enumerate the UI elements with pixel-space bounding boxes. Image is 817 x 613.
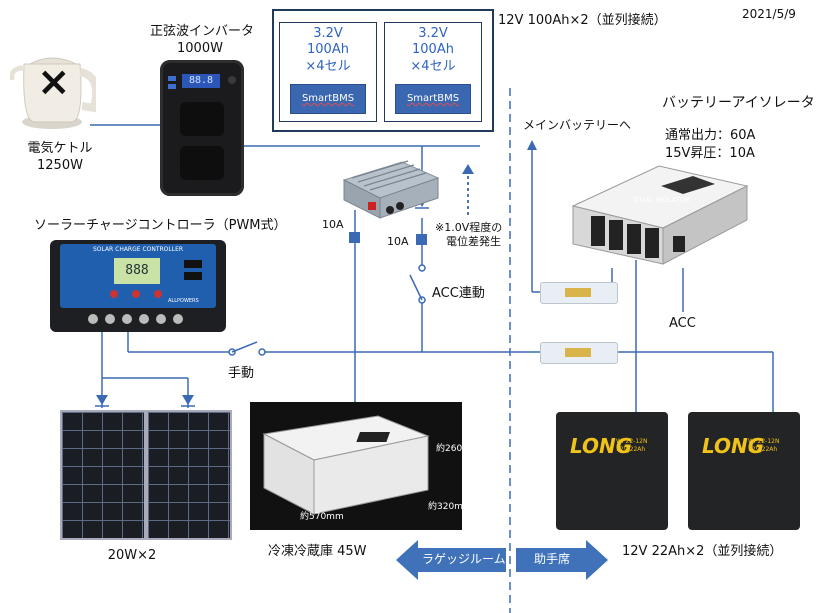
inverter-display: 88.8	[182, 74, 220, 88]
controller-panel-title: SOLAR CHARGE CONTROLLER	[92, 246, 184, 253]
electric-kettle-image	[9, 34, 101, 132]
isolator-acc-label: ACC	[669, 316, 696, 331]
solar-panels-label: 20W×2	[107, 548, 157, 563]
solar-panel	[146, 410, 232, 540]
solar-controller-label: ソーラーチャージコントローラ（PWM式）	[34, 218, 287, 233]
voltage-drop-note: ※1.0V程度の	[435, 221, 503, 234]
fuse-left-rating: 10A	[322, 218, 344, 231]
battery-model: WP22-12N	[616, 438, 648, 445]
battery-brand: LONG	[570, 434, 633, 458]
controller-lcd: 888	[114, 258, 160, 284]
sine-wave-inverter-image: 88.8	[160, 60, 244, 196]
ac-outlet	[180, 146, 224, 180]
inverter-label: 正弦波インバータ	[150, 24, 255, 39]
cell-capacity: 100Ah	[307, 42, 349, 58]
zone-arrow-left	[396, 540, 506, 580]
battery-isolator-image	[563, 158, 755, 268]
lifepo4-cell-group-1: 3.2V 100Ah ×4セル SmartBMS	[279, 22, 377, 122]
cell-count: ×4セル	[305, 58, 351, 74]
fridge-height: 約260mm	[436, 444, 480, 454]
ac-outlet	[180, 102, 224, 136]
fridge-depth: 約320mm	[428, 502, 472, 512]
fuse-right-rating: 10A	[387, 235, 409, 248]
zone-arrow-right	[516, 540, 608, 580]
isolator-device-label: DUAL ISOLATOR	[634, 196, 691, 204]
kettle-wattage: 1250W	[37, 158, 83, 173]
smart-bms-module: SmartBMS	[290, 84, 366, 114]
battery-spec: 12V 22Ah	[748, 446, 778, 453]
cell-count: ×4セル	[410, 58, 456, 74]
fuse-holder	[540, 282, 618, 304]
battery-brand: LONG	[702, 434, 765, 458]
kettle-label: 電気ケトル	[27, 141, 93, 156]
lifepo4-cell-group-2: 3.2V 100Ah ×4セル SmartBMS	[384, 22, 482, 122]
acc-link-label: ACC連動	[432, 286, 485, 301]
aux-battery: LONG WP22-12N 12V 22Ah	[688, 412, 800, 530]
main-battery-label: メインバッテリーへ	[523, 118, 632, 132]
zone-luggage-label: ラゲッジルーム	[422, 552, 506, 566]
disabled-mark: ×	[37, 59, 71, 105]
controller-brand: ALLPOWERS	[168, 298, 199, 304]
battery-pack-caption: 12V 100Ah×2（並列接続）	[498, 13, 667, 28]
portable-fridge-image	[258, 410, 438, 522]
inverter-wattage: 1000W	[177, 41, 223, 56]
battery-spec: 12V 22Ah	[616, 446, 646, 453]
cell-voltage: 3.2V	[313, 26, 343, 41]
battery-pack-frame	[272, 9, 494, 132]
aux-batteries-label: 12V 22Ah×2（並列接続）	[622, 544, 783, 559]
dcdc-converter-image	[338, 158, 442, 220]
isolator-spec-normal: 通常出力：60A	[665, 128, 756, 143]
cell-voltage: 3.2V	[418, 26, 448, 41]
voltage-drop-note-2: 電位差発生	[446, 235, 501, 248]
zone-passenger-label: 助手席	[534, 552, 571, 566]
battery-model: WP22-12N	[748, 438, 780, 445]
solar-charge-controller-image: SOLAR CHARGE CONTROLLER 888 ALLPOWERS	[50, 240, 226, 332]
date-label: 2021/5/9	[742, 7, 796, 21]
solar-panel	[60, 410, 146, 540]
fuse-holder	[540, 342, 618, 364]
fridge-label: 冷凍冷蔵庫 45W	[268, 544, 367, 559]
aux-battery: LONG WP22-12N 12V 22Ah	[556, 412, 668, 530]
isolator-spec-boost: 15V昇圧：10A	[665, 146, 755, 161]
fridge-width: 約570mm	[300, 512, 344, 522]
smart-bms-module: SmartBMS	[395, 84, 471, 114]
cell-capacity: 100Ah	[412, 42, 454, 58]
isolator-title: バッテリーアイソレータ	[662, 95, 815, 111]
manual-switch-label: 手動	[228, 366, 255, 381]
